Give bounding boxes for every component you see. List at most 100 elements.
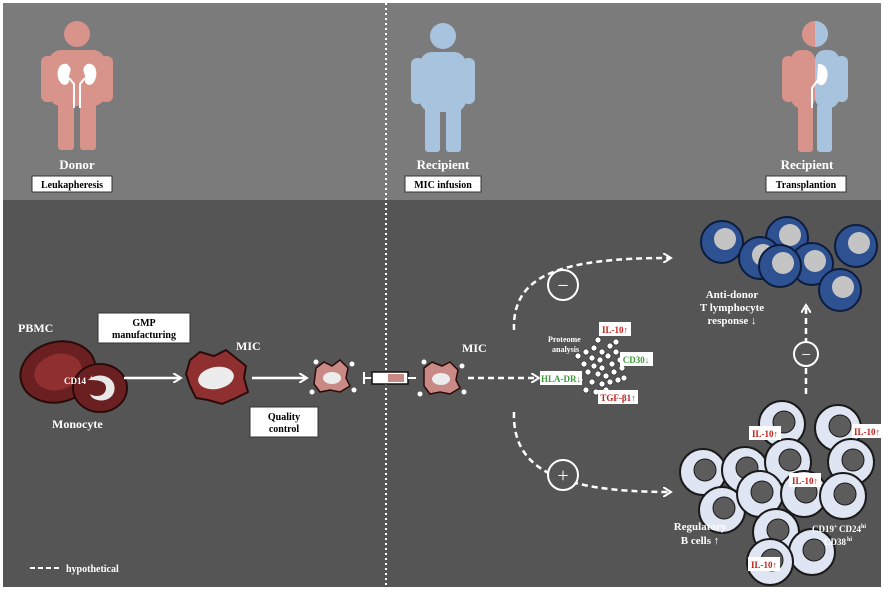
proteome-dot — [582, 348, 590, 356]
tcell-icon — [758, 244, 802, 288]
cd14-sup: + — [90, 375, 94, 381]
proteome-dot — [598, 380, 606, 388]
hladr-tag-box — [540, 371, 582, 385]
monocyte-cell-icon — [72, 363, 128, 413]
mic-right-label: MIC — [462, 341, 487, 355]
breg-inhibition-circle-icon — [793, 341, 819, 367]
breg-il10-box-3 — [789, 473, 821, 487]
tcell-cluster — [700, 216, 878, 312]
proteome-dot — [604, 352, 612, 360]
breg-cell-icon — [788, 528, 836, 576]
marker-cd24-sup: hi — [861, 524, 866, 530]
donor-kidneys-icon — [57, 63, 97, 108]
breg-il10-box-2 — [852, 424, 882, 438]
breg-il10-1: IL-10↑ — [752, 429, 778, 439]
proteome-dot — [612, 338, 620, 346]
tcell-line2: T lymphocyte — [700, 302, 764, 314]
proteome-dot — [606, 342, 614, 350]
proteome-dot — [612, 348, 620, 356]
proteome-dot — [610, 368, 618, 376]
recipient-figure-icon — [411, 23, 475, 152]
breg-cell-icon — [698, 486, 746, 534]
pbmc-label: PBMC — [18, 321, 53, 335]
proteome-dot — [602, 372, 610, 380]
breg-il10-box-4 — [748, 557, 780, 571]
proteome-dot — [598, 364, 606, 372]
mic-infusion-box — [404, 175, 482, 193]
il10-tag: IL-10↑ — [602, 325, 628, 335]
tgfb-tag-box — [598, 390, 638, 404]
proteome-dots — [574, 336, 628, 396]
donor-figure-icon — [41, 21, 113, 150]
tcell-line3: response ↓ — [708, 315, 757, 327]
quality-control-box — [249, 406, 319, 438]
mic-cell-icon — [184, 348, 250, 406]
transplantation-box — [765, 175, 847, 193]
proteome-dot — [598, 348, 606, 356]
recipient-infusion-title: Recipient — [417, 157, 470, 172]
proteome-dot — [594, 336, 602, 344]
marker-cd19-sup: + — [834, 524, 838, 530]
proteome-dot — [590, 344, 598, 352]
syringe-icon — [363, 371, 416, 385]
breg-line2: B cells ↑ — [681, 535, 720, 547]
tcell-icon — [834, 224, 878, 268]
inhibition-circle-icon — [547, 269, 579, 301]
il10-tag-box — [599, 322, 631, 336]
inhibition-symbol: − — [557, 275, 568, 297]
qc-line1: Quality — [268, 412, 300, 423]
proteome-dot — [582, 386, 590, 394]
cd30-tag: CD30↓ — [623, 355, 650, 365]
mic-infusion-label: MIC infusion — [414, 180, 472, 191]
breg-inhibition-symbol: − — [801, 345, 811, 364]
gmp-line2: manufacturing — [112, 330, 176, 341]
mic-left-label: MIC — [236, 339, 261, 353]
leukapheresis-box — [31, 175, 113, 193]
breg-il10-2: IL-10↑ — [854, 427, 880, 437]
infused-mic-cell-icon — [417, 359, 467, 397]
breg-marker-text: CD19 + CD24 hi CD38 hi — [812, 524, 866, 547]
tcell-icon — [790, 242, 834, 286]
proteome-dot — [580, 360, 588, 368]
marker-cd38: CD38 — [824, 537, 846, 547]
tgfb-tag: TGF-β1↑ — [600, 393, 635, 403]
marker-cd19: CD19 — [812, 524, 834, 534]
cd30-tag-box — [620, 352, 653, 366]
legend-hypothetical: hypothetical — [66, 564, 119, 575]
breg-il10-4: IL-10↑ — [751, 560, 777, 570]
monocyte-label: Monocyte — [52, 417, 103, 431]
tcell-icon — [818, 268, 862, 312]
proteome-dot — [596, 356, 604, 364]
proteome-dot — [574, 352, 582, 360]
tcell-line1: Anti-donor — [706, 289, 759, 301]
breg-il10-3: IL-10↑ — [792, 476, 818, 486]
proteome-dot — [590, 362, 598, 370]
proteome-dot — [594, 370, 602, 378]
proteome-dot — [588, 354, 596, 362]
donor-title: Donor — [59, 157, 95, 172]
marker-cd38-sup: hi — [847, 537, 852, 543]
dashed-arrow-to-bregs — [512, 411, 670, 492]
cd14-label: CD14 — [64, 376, 86, 386]
hladr-tag: HLA-DR↓ — [541, 374, 581, 384]
marker-cd24: CD24 — [839, 524, 861, 534]
proteome-dot — [584, 368, 592, 376]
proteome-label-line1: Proteome — [548, 335, 581, 344]
proteome-dot — [606, 378, 614, 386]
stimulation-circle-icon — [547, 459, 579, 491]
proteome-label-line2: analysis — [552, 345, 579, 354]
proteome-dot — [614, 376, 622, 384]
proteome-dot — [620, 374, 628, 382]
gmp-box — [97, 312, 191, 344]
transplantation-label: Transplantion — [776, 180, 837, 191]
recipient-transplant-title: Recipient — [781, 157, 834, 172]
tcell-icon — [700, 220, 744, 264]
breg-cell-icon — [819, 472, 867, 520]
qc-mic-cell-icon — [309, 359, 357, 395]
leukapheresis-label: Leukapheresis — [41, 180, 103, 191]
gmp-line1: GMP — [132, 318, 155, 329]
breg-cluster — [679, 400, 875, 586]
breg-il10-box-1 — [749, 426, 781, 440]
